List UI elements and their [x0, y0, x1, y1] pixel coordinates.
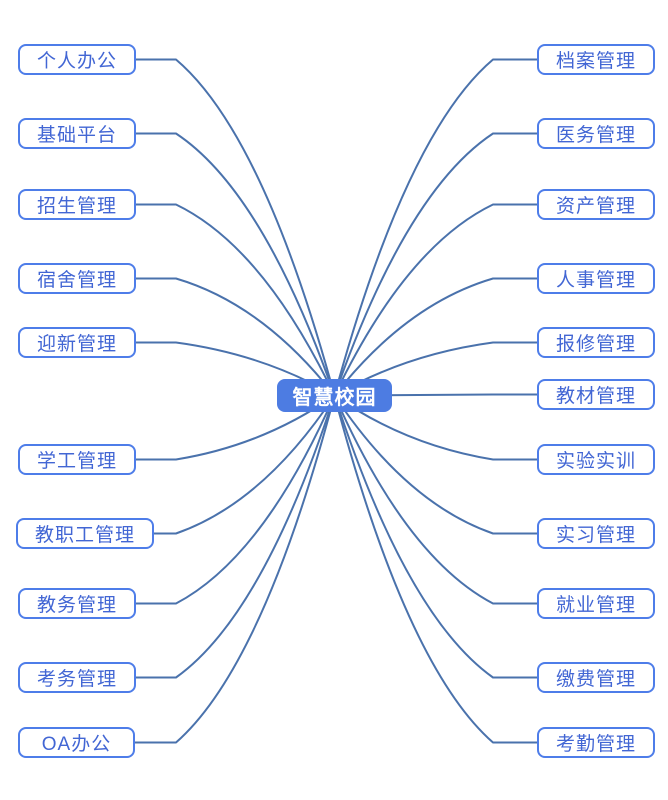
connector-line: [333, 394, 538, 679]
node-oa-office[interactable]: OA办公: [18, 727, 135, 758]
node-orientation-management[interactable]: 迎新管理: [18, 327, 137, 358]
node-dormitory-management[interactable]: 宿舍管理: [18, 263, 137, 294]
node-textbook-management[interactable]: 教材管理: [537, 379, 656, 410]
node-payment-management[interactable]: 缴费管理: [537, 662, 656, 693]
connector-line: [333, 394, 538, 744]
connector-line: [153, 394, 336, 535]
node-medical-management[interactable]: 医务管理: [537, 118, 656, 149]
connector-line: [134, 394, 336, 744]
node-student-affairs-management[interactable]: 学工管理: [18, 444, 137, 475]
connector-line: [135, 132, 336, 397]
connector-line: [135, 394, 336, 605]
node-basic-platform[interactable]: 基础平台: [18, 118, 137, 149]
connector-line: [333, 394, 538, 605]
node-attendance-management[interactable]: 考勤管理: [537, 727, 656, 758]
node-faculty-staff-management[interactable]: 教职工管理: [16, 518, 155, 549]
node-academic-affairs-management[interactable]: 教务管理: [18, 588, 137, 619]
connector-line: [135, 58, 336, 397]
connector-line: [333, 58, 538, 397]
node-personal-office[interactable]: 个人办公: [18, 44, 137, 75]
node-admissions-management[interactable]: 招生管理: [18, 189, 137, 220]
connector-line: [333, 203, 538, 397]
node-experiment-training[interactable]: 实验实训: [537, 444, 656, 475]
node-asset-management[interactable]: 资产管理: [537, 189, 656, 220]
connector-line: [333, 277, 538, 397]
node-archives-management[interactable]: 档案管理: [537, 44, 656, 75]
node-employment-management[interactable]: 就业管理: [537, 588, 656, 619]
node-smart-campus-root[interactable]: 智慧校园: [277, 379, 392, 412]
connector-line: [333, 394, 538, 535]
connector-line: [333, 132, 538, 397]
node-repair-management[interactable]: 报修管理: [537, 327, 656, 358]
node-hr-management[interactable]: 人事管理: [537, 263, 656, 294]
node-exam-affairs-management[interactable]: 考务管理: [18, 662, 137, 693]
node-internship-management[interactable]: 实习管理: [537, 518, 656, 549]
connector-line: [135, 394, 336, 679]
connector-line: [135, 277, 336, 397]
connector-line: [135, 203, 336, 397]
